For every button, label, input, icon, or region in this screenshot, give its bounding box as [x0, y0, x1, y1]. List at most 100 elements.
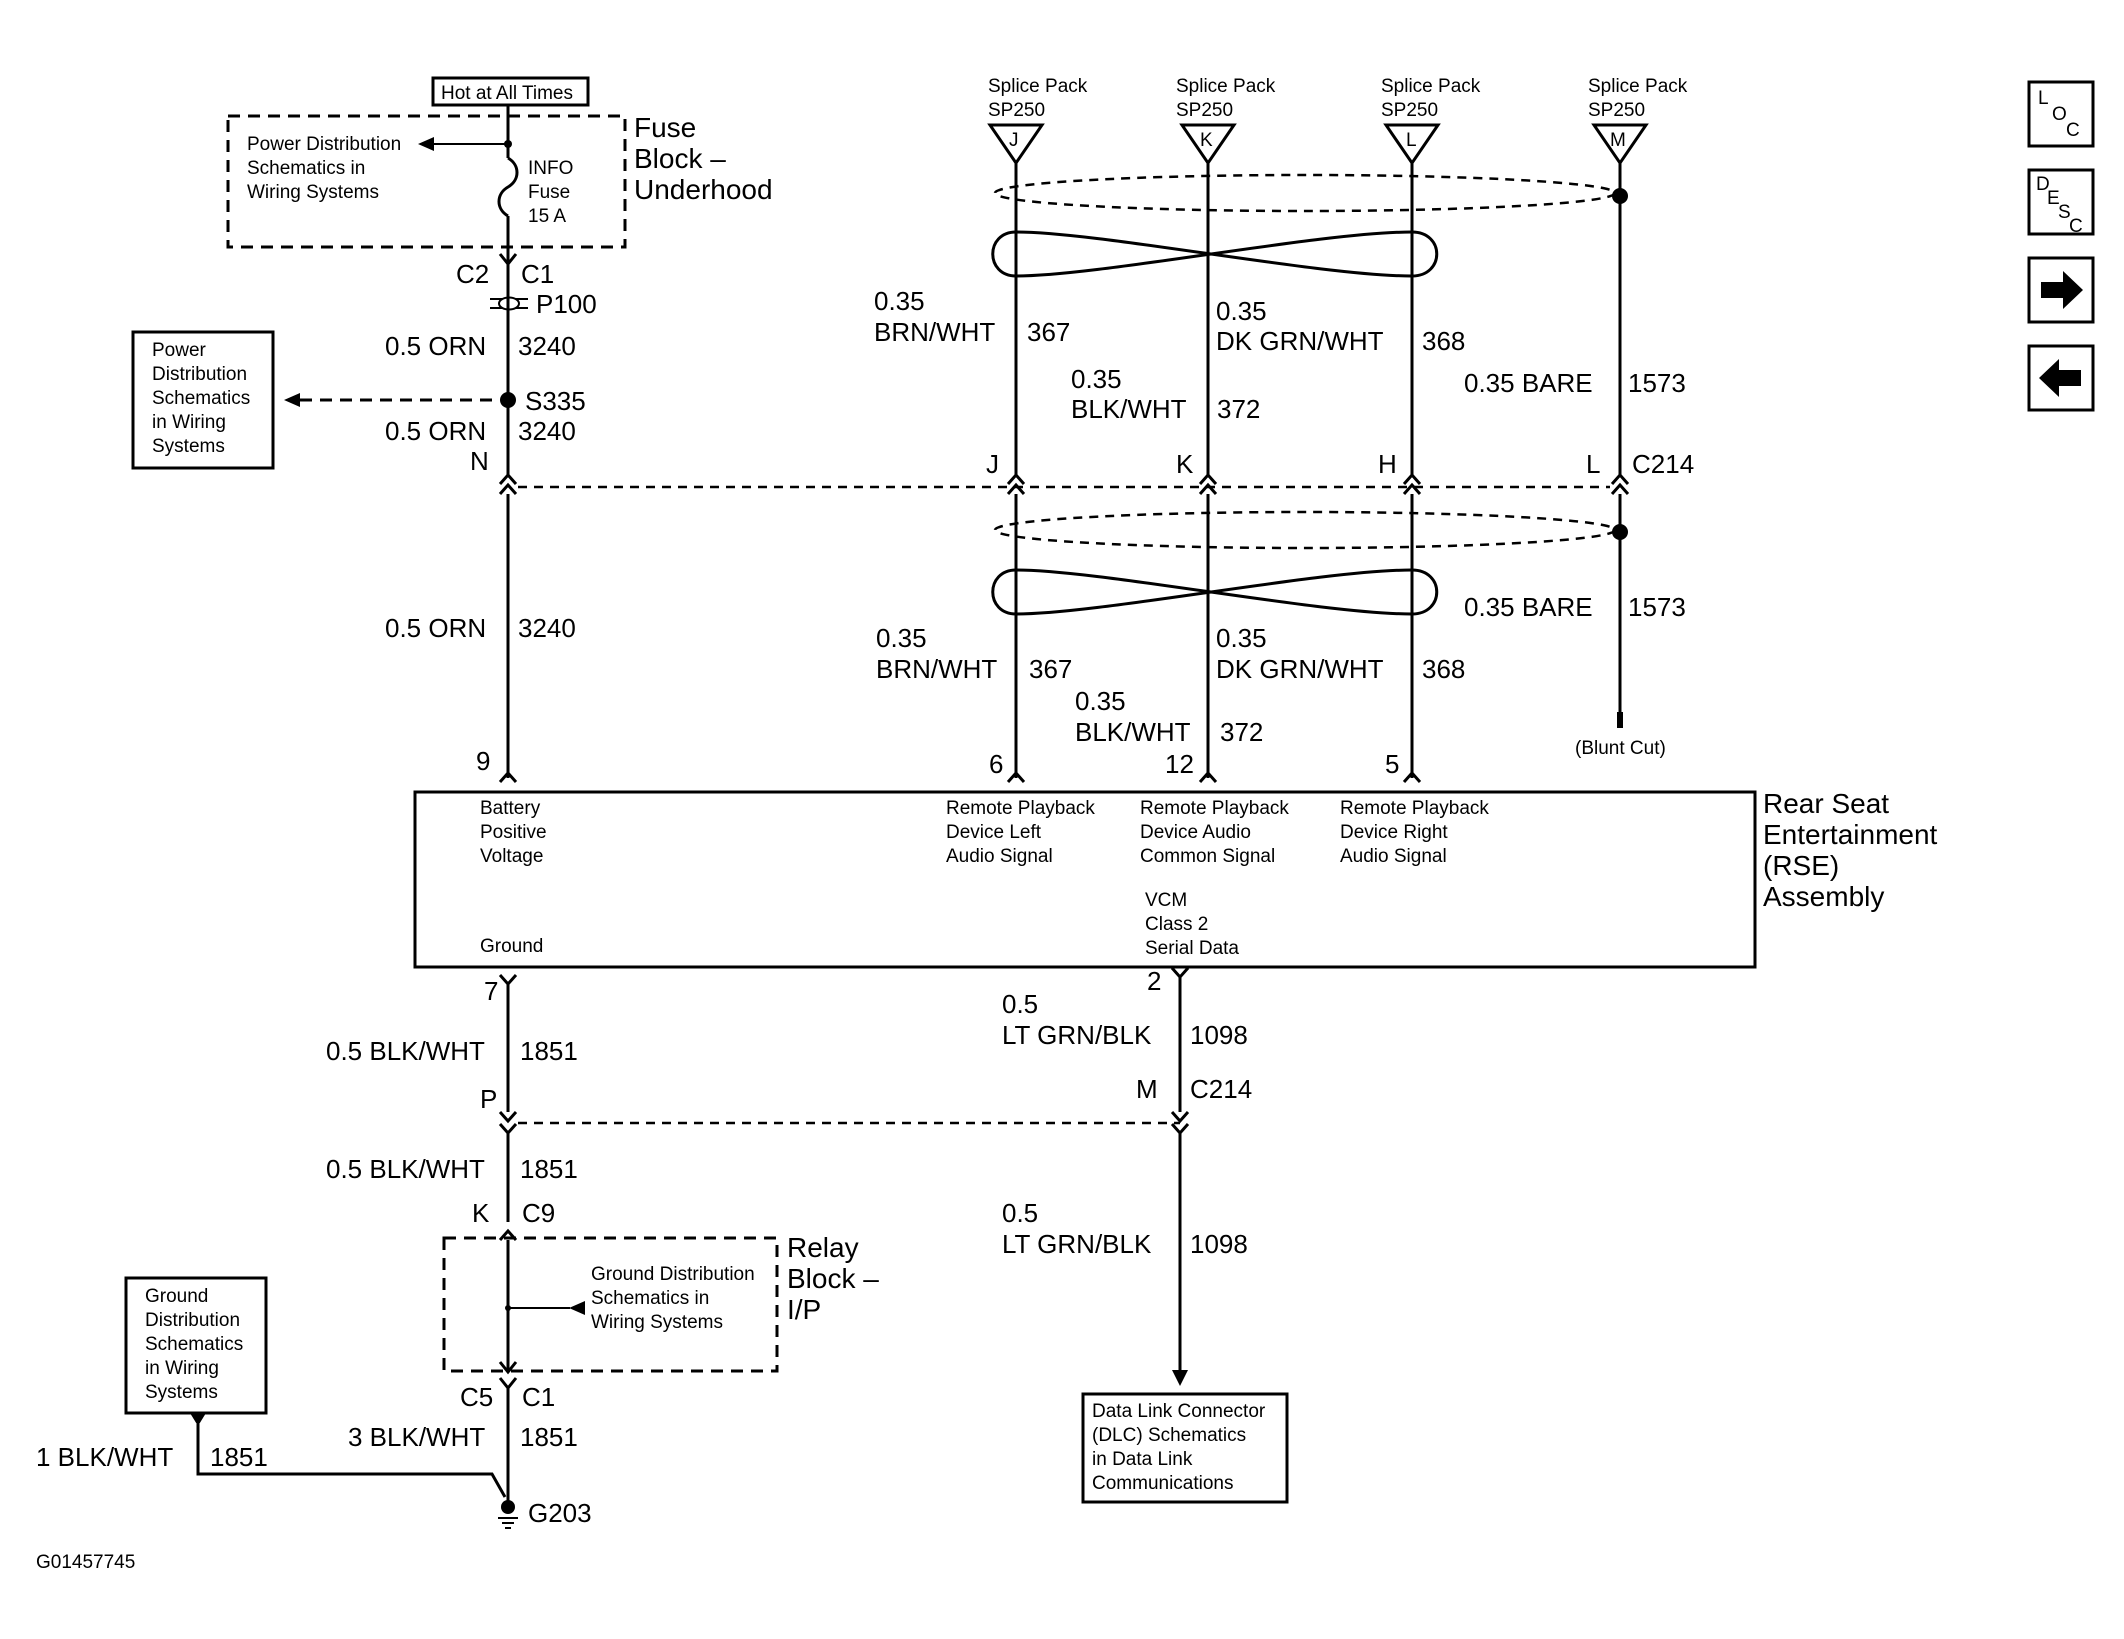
svg-text:0.35 BARE: 0.35 BARE [1464, 592, 1593, 622]
svg-text:I/P: I/P [787, 1294, 821, 1325]
g203-label: G203 [528, 1498, 592, 1528]
svg-text:(DLC) Schematics: (DLC) Schematics [1092, 1425, 1246, 1446]
ground-box-arrow-icon [190, 1413, 206, 1426]
svg-text:368: 368 [1422, 654, 1465, 684]
wire-3240-b-num: 3240 [518, 416, 576, 446]
svg-text:(RSE): (RSE) [1763, 850, 1839, 881]
fuse-symbol-icon [497, 156, 519, 218]
pin-9-label: 9 [476, 746, 490, 776]
svg-text:BLK/WHT: BLK/WHT [1071, 394, 1187, 424]
svg-text:Positive: Positive [480, 822, 547, 843]
svg-text:Battery: Battery [480, 798, 541, 819]
svg-text:0.35: 0.35 [1216, 623, 1267, 653]
arrow-left-small-icon [418, 137, 434, 151]
splice-s335-icon [500, 392, 516, 408]
twisted-pair-lower-icon [991, 568, 1439, 616]
rse-pin-5: 5 [1385, 749, 1399, 779]
dlc-schematics-label: Data Link Connector (DLC) Schematics in … [1092, 1401, 1266, 1494]
shield-dashed-upper [993, 173, 1617, 213]
loc-button[interactable]: L O C [2027, 80, 2095, 148]
svg-text:Remote Playback: Remote Playback [1340, 798, 1489, 819]
rse-pin-2: 2 [1147, 966, 1161, 996]
svg-text:L: L [2038, 88, 2049, 109]
back-button[interactable] [2027, 344, 2095, 412]
desc-button[interactable]: D E S C [2027, 168, 2095, 237]
c214-lower-left-connector [498, 1111, 518, 1136]
svg-text:Power Distribution: Power Distribution [247, 134, 401, 155]
svg-text:Device Right: Device Right [1340, 822, 1448, 843]
svg-text:BLK/WHT: BLK/WHT [1075, 717, 1191, 747]
hot-at-all-times-group: Hot at All Times [431, 76, 590, 107]
wire-3240-c-num: 3240 [518, 613, 576, 643]
forward-button[interactable] [2027, 256, 2095, 324]
fuse-label: INFO Fuse 15 A [528, 158, 573, 227]
svg-text:Systems: Systems [152, 436, 225, 457]
svg-text:Splice Pack: Splice Pack [1381, 76, 1481, 97]
left-audio-label: Remote Playback Device Left Audio Signal [946, 798, 1095, 867]
svg-text:in Data Link: in Data Link [1092, 1449, 1193, 1470]
svg-text:0.35 BARE: 0.35 BARE [1464, 368, 1593, 398]
wire-3240-a-num: 3240 [518, 331, 576, 361]
wire-1851-a-num: 1851 [520, 1036, 578, 1066]
svg-text:Serial Data: Serial Data [1145, 938, 1239, 959]
power-distribution-box [131, 330, 275, 470]
rse-pin-7: 7 [484, 976, 498, 1006]
common-audio-label: Remote Playback Device Audio Common Sign… [1140, 798, 1289, 867]
svg-text:372: 372 [1217, 394, 1260, 424]
fuse-block-dashed-box [226, 114, 627, 249]
pin-2-connector-icon [1170, 967, 1190, 980]
svg-text:Schematics in: Schematics in [591, 1288, 709, 1309]
svg-text:VCM: VCM [1145, 890, 1187, 911]
svg-text:INFO: INFO [528, 158, 573, 179]
svg-text:15 A: 15 A [528, 206, 566, 227]
svg-text:Fuse: Fuse [634, 112, 696, 143]
battery-positive-label: Battery Positive Voltage [480, 798, 547, 867]
wire-1851-d-num: 1851 [210, 1442, 268, 1472]
svg-text:Data Link Connector: Data Link Connector [1092, 1401, 1266, 1422]
s335-label: S335 [525, 386, 586, 416]
svg-text:Schematics in: Schematics in [247, 158, 365, 179]
wire-368-upper-label: 0.35 DK GRN/WHT 368 [1216, 296, 1465, 356]
pin-n-label: N [470, 446, 489, 476]
rse-title: Rear Seat Entertainment (RSE) Assembly [1763, 788, 1938, 912]
pin-7-connector-icon [498, 974, 518, 987]
svg-text:0.35: 0.35 [874, 286, 925, 316]
svg-text:BRN/WHT: BRN/WHT [876, 654, 997, 684]
svg-text:368: 368 [1422, 326, 1465, 356]
svg-text:Block –: Block – [634, 143, 726, 174]
ground-distribution-label: Ground Distribution Schematics in Wiring… [591, 1264, 755, 1333]
svg-text:in Wiring: in Wiring [145, 1358, 219, 1379]
svg-text:Systems: Systems [145, 1382, 218, 1403]
c214-pin-h: H [1378, 449, 1397, 479]
svg-text:SP250: SP250 [1381, 100, 1438, 121]
svg-text:Splice Pack: Splice Pack [1176, 76, 1276, 97]
wire-1851-a-color: 0.5 BLK/WHT [326, 1036, 485, 1066]
ground-label: Ground [480, 936, 543, 957]
svg-text:D: D [2036, 174, 2050, 195]
svg-text:Distribution: Distribution [145, 1310, 240, 1331]
fuse-block-label: Fuse Block – Underhood [634, 112, 773, 205]
svg-text:Rear Seat: Rear Seat [1763, 788, 1889, 819]
svg-text:Wiring Systems: Wiring Systems [247, 182, 379, 203]
svg-text:0.35: 0.35 [876, 623, 927, 653]
wire-367-upper-label: 0.35 BRN/WHT 367 [874, 286, 1070, 347]
figure-id: G01457745 [36, 1552, 135, 1573]
svg-text:SP250: SP250 [988, 100, 1045, 121]
c1-lower-label: C1 [522, 1382, 555, 1412]
svg-text:Communications: Communications [1092, 1473, 1234, 1494]
wire-372-lower-label: 0.35 BLK/WHT 372 [1075, 686, 1263, 747]
wire-1851-c-num: 1851 [520, 1422, 578, 1452]
twisted-pair-upper-icon [991, 230, 1439, 278]
svg-text:Remote Playback: Remote Playback [1140, 798, 1289, 819]
ground-distribution-box-label: Ground Distribution Schematics in Wiring… [145, 1286, 243, 1403]
svg-text:Entertainment: Entertainment [1763, 819, 1938, 850]
svg-text:Ground: Ground [145, 1286, 208, 1307]
wire-372-upper-label: 0.35 BLK/WHT 372 [1071, 364, 1260, 424]
c214-lower-label: C214 [1190, 1074, 1252, 1104]
svg-text:Device Audio: Device Audio [1140, 822, 1251, 843]
c214-pin-l: L [1586, 449, 1600, 479]
svg-text:LT GRN/BLK: LT GRN/BLK [1002, 1229, 1152, 1259]
svg-text:Splice Pack: Splice Pack [1588, 76, 1688, 97]
splice-pack-m: Splice Pack SP250 M [1588, 76, 1688, 166]
